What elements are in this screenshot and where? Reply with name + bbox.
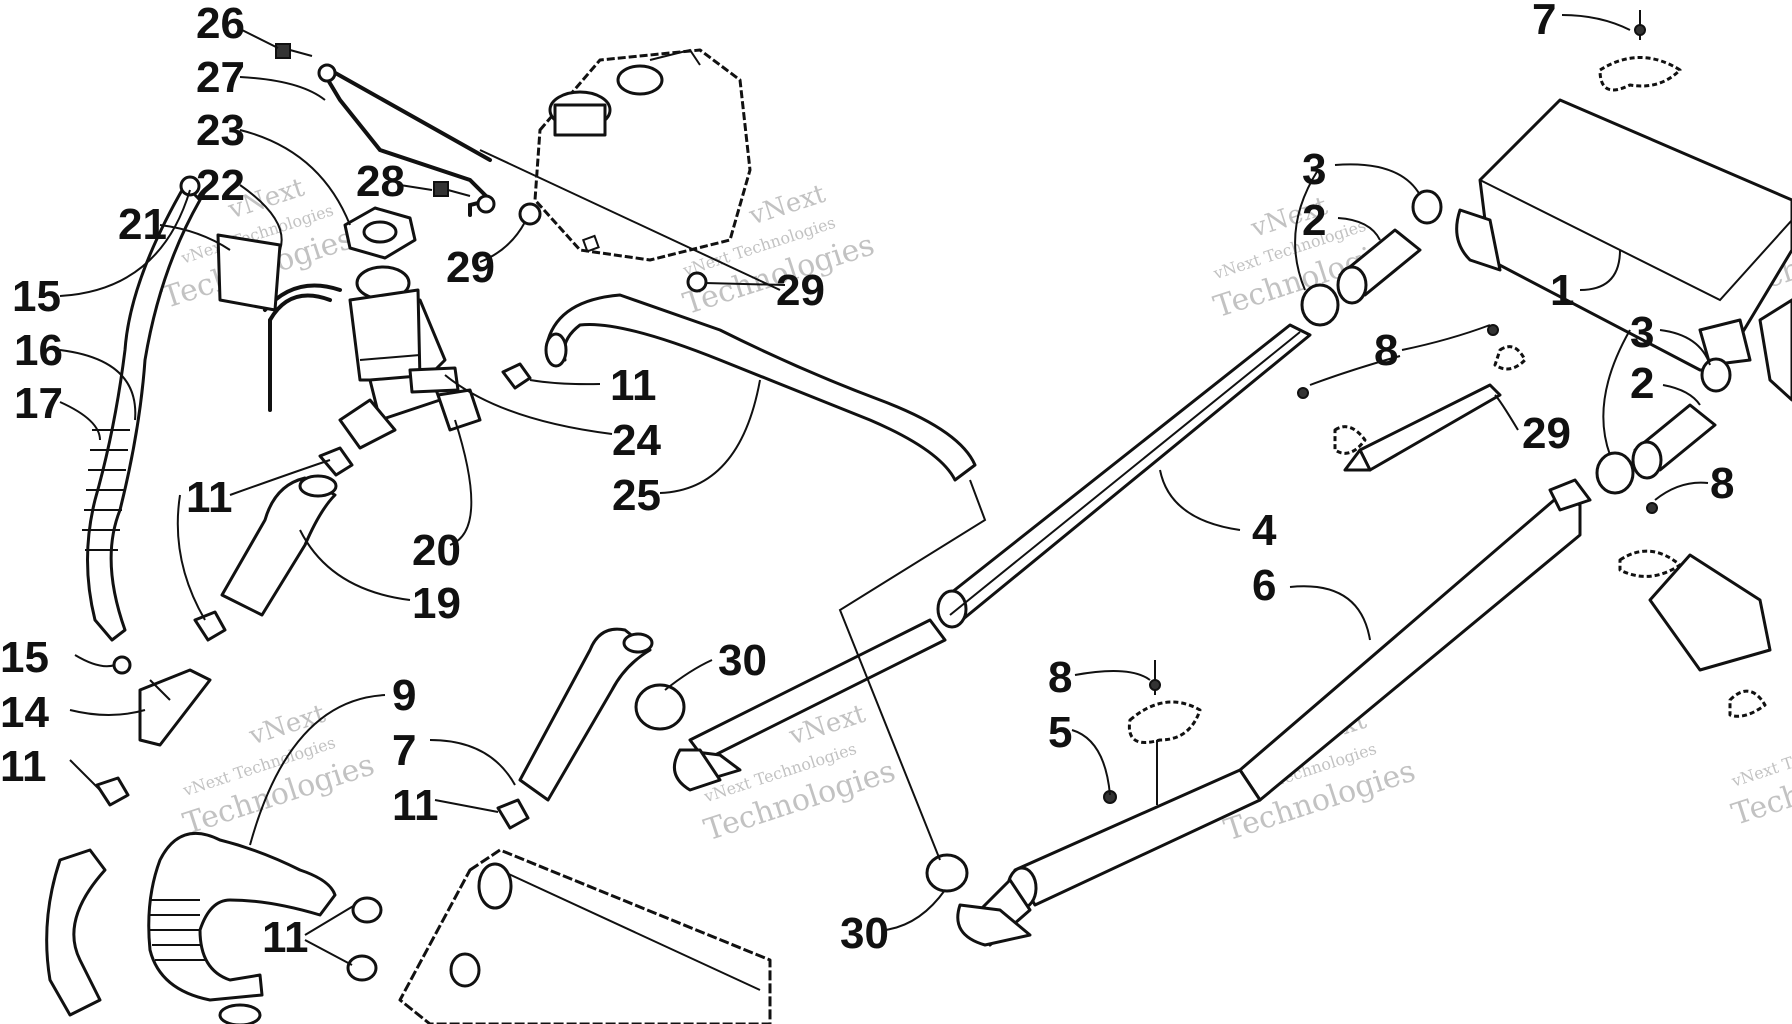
callout-28a: 29: [446, 243, 495, 292]
callout-17: 17: [14, 379, 63, 428]
tee-fitting: [112, 655, 212, 747]
mounting-bracket-29: [1333, 345, 1527, 472]
coolant-tank: [533, 48, 752, 262]
callout-11-d: 11: [392, 781, 439, 830]
callout-8-c: 8: [1048, 653, 1072, 702]
ribbed-hose: [82, 175, 202, 642]
callout-16: 16: [14, 326, 63, 375]
coiled-hose: [147, 831, 337, 1002]
upper-hose: [544, 293, 977, 482]
callout-20: 21: [118, 200, 167, 249]
bolt-27: [433, 181, 471, 197]
callout-15-b: 15: [0, 633, 49, 682]
expansion-tank: [338, 265, 482, 450]
callout-25: 26: [196, 0, 245, 48]
callout-19: 20: [412, 526, 461, 575]
coupler-2-upper: [1300, 189, 1443, 327]
callout-8-b: 8: [1710, 459, 1734, 508]
callout-3-b: 3: [1630, 308, 1654, 357]
callout-18: 19: [412, 579, 461, 628]
heat-exchanger-4: [675, 323, 1312, 787]
callout-4: 4: [1252, 506, 1277, 555]
watermark: vNext Technologies Technologies: [1728, 723, 1792, 832]
callout-6: 6: [1252, 561, 1276, 610]
heat-exchanger-1: [1455, 98, 1792, 402]
nut-28: [518, 202, 708, 293]
hose-10: [518, 627, 654, 802]
callout-23: 24: [612, 416, 661, 465]
callout-14: 14: [0, 688, 49, 737]
callouts: 26 27 23 22 21 28 29 29 15 16 17 11 24 2…: [0, 0, 1734, 962]
callout-3-a: 3: [1302, 145, 1326, 194]
watermark: vNext vNext Technologies Technologies: [179, 699, 379, 842]
leader-lines: [59, 14, 1711, 966]
label-plate: [216, 233, 282, 312]
callout-22: 23: [196, 106, 245, 155]
mounting-bracket-right: [1618, 549, 1772, 718]
callout-2-b: 2: [1630, 359, 1654, 408]
radiator-cap: [343, 206, 417, 260]
callout-5: 5: [1048, 708, 1072, 757]
elbow-30-lower: [925, 853, 1032, 947]
bolt-25: [275, 43, 313, 59]
callout-28b: 29: [776, 266, 825, 315]
callout-11-a: 11: [610, 361, 657, 410]
callout-10: 7: [392, 726, 416, 775]
callout-8-a: 8: [1374, 326, 1398, 375]
callout-24: 25: [612, 471, 661, 520]
callout-27: 28: [356, 157, 405, 206]
clamp-11: [95, 362, 532, 982]
callout-29: 29: [1522, 409, 1571, 458]
callout-11-e: 11: [262, 913, 309, 962]
coupler-2-lower: [1595, 357, 1732, 495]
hose-18: [220, 474, 338, 617]
tank-bracket-rod: [317, 63, 781, 291]
callout-7: 7: [1532, 0, 1556, 44]
callout-2-a: 2: [1302, 196, 1326, 245]
elbow-30-upper: [634, 683, 722, 792]
rivet-plate-8: [1127, 660, 1202, 744]
callout-9: 9: [392, 671, 416, 720]
callout-1: 1: [1550, 266, 1574, 315]
lower-left-hose: [45, 848, 262, 1024]
callout-26: 27: [196, 53, 245, 102]
lower-frame: [398, 848, 772, 1024]
callout-30-a: 30: [718, 636, 767, 685]
callout-30-b: 30: [840, 909, 889, 958]
callout-15: 15: [12, 272, 61, 321]
heat-exchanger-6: [968, 478, 1592, 947]
callout-11-c: 11: [0, 742, 47, 791]
callout-21: 22: [196, 161, 245, 210]
callout-11-b: 11: [186, 473, 233, 522]
